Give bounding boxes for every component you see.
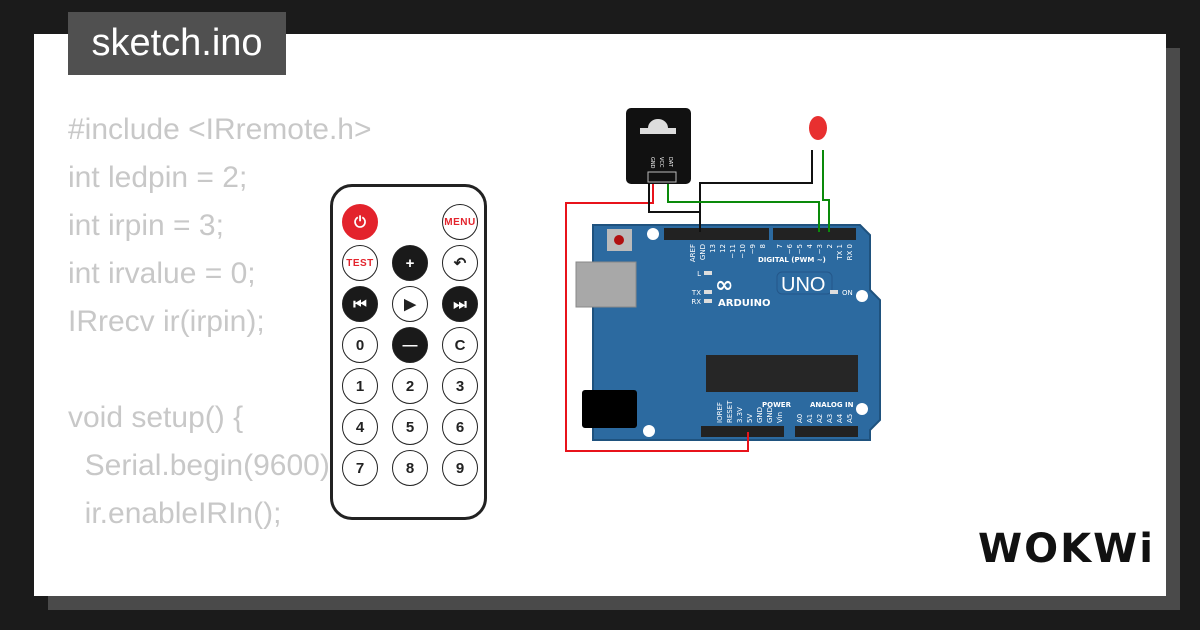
digital-pin-label: 2 xyxy=(826,244,834,248)
ir-pin-label: GND xyxy=(649,157,655,169)
digital-pin-label: ~11 xyxy=(729,244,737,259)
uno-badge xyxy=(776,271,833,295)
remote-button-8[interactable]: 8 xyxy=(392,450,428,486)
ir-pin-label: VCC xyxy=(658,157,664,168)
remote-button-3[interactable]: 3 xyxy=(442,368,478,404)
remote-button-9[interactable]: 9 xyxy=(442,450,478,486)
remote-button-7[interactable]: ▶ xyxy=(392,286,428,322)
remote-button-2[interactable]: 2 xyxy=(392,368,428,404)
analog-pin-label: A1 xyxy=(806,414,814,423)
digital-pin-label: RX 0 xyxy=(846,244,854,260)
remote-button-6[interactable]: 6 xyxy=(442,409,478,445)
digital-pin-label: 13 xyxy=(709,244,717,253)
power-label: POWER xyxy=(762,401,792,409)
power-pin-label: Vin xyxy=(776,412,784,423)
on-label: ON xyxy=(842,289,853,297)
wire-dat xyxy=(667,184,820,232)
red-led xyxy=(809,116,827,140)
analog-pin-label: A5 xyxy=(846,414,854,423)
remote-button-c[interactable]: C xyxy=(442,327,478,363)
remote-button-10[interactable]: — xyxy=(392,327,428,363)
digital-pin-label: 12 xyxy=(719,244,727,253)
wire-5v xyxy=(565,184,749,452)
led-label: RX xyxy=(691,298,701,306)
digital-pin-label: ~10 xyxy=(739,244,747,259)
power-pin-label: GND xyxy=(756,407,764,423)
digital-pin-label: TX 1 xyxy=(836,244,844,261)
digital-pin-label: 4 xyxy=(806,243,814,248)
wokwi-logo: WOKWi xyxy=(978,526,1155,572)
remote-button-5[interactable]: ↶ xyxy=(442,245,478,281)
remote-button-1[interactable]: 1 xyxy=(342,368,378,404)
digital-label: DIGITAL (PWM ~) xyxy=(758,256,826,264)
ir-receiver xyxy=(626,108,691,184)
remote-button-8[interactable]: ⏭ xyxy=(442,286,478,322)
analog-label: ANALOG IN xyxy=(810,401,854,409)
power-pin-label: RESET xyxy=(726,400,734,423)
digital-pin-label: ~6 xyxy=(786,243,794,254)
power-pin-label: 3.3V xyxy=(736,407,744,423)
digital-pin-label: 8 xyxy=(759,244,767,248)
remote-button-7[interactable]: 7 xyxy=(342,450,378,486)
power-pin-label: 5V xyxy=(746,414,754,423)
wire-gnd xyxy=(648,150,813,213)
digital-pin-label: 7 xyxy=(776,244,784,248)
analog-pin-label: A2 xyxy=(816,414,824,423)
digital-pin-label: GND xyxy=(699,244,707,260)
power-jack xyxy=(582,390,637,428)
wire-led xyxy=(822,150,830,232)
digital-pin-label: AREF xyxy=(689,244,697,262)
ir-pin-label: DAT xyxy=(667,157,673,168)
power-pin-label: IOREF xyxy=(716,402,724,423)
code-preview: #include <IRremote.h> int ledpin = 2; in… xyxy=(68,113,372,596)
remote-button-test[interactable]: TEST xyxy=(342,245,378,281)
analog-pin-label: A4 xyxy=(836,413,844,423)
arduino-logo-icon: ∞ xyxy=(715,273,733,298)
led-label: L xyxy=(697,270,701,278)
digital-header-right xyxy=(773,228,856,240)
sketch-filename: sketch.ino xyxy=(68,12,286,75)
power-icon[interactable]: ⏻ xyxy=(342,204,378,240)
analog-pin-label: A0 xyxy=(796,414,804,423)
remote-button-menu[interactable]: MENU xyxy=(442,204,478,240)
remote-button-4[interactable]: + xyxy=(392,245,428,281)
remote-button-6[interactable]: ⏮ xyxy=(342,286,378,322)
remote-button-0[interactable]: 0 xyxy=(342,327,378,363)
digital-pin-label: ~3 xyxy=(816,244,824,254)
digital-pin-label: ~5 xyxy=(796,244,804,254)
analog-header xyxy=(795,426,858,437)
digital-pin-label: ~9 xyxy=(749,244,757,254)
analog-pin-label: A3 xyxy=(826,414,834,423)
led-label: TX xyxy=(691,289,701,297)
brand-label: ARDUINO xyxy=(718,298,770,309)
remote-button-4[interactable]: 4 xyxy=(342,409,378,445)
uno-label: UNO xyxy=(781,274,825,296)
power-pin-label: GND xyxy=(766,407,774,423)
atmega-chip xyxy=(706,355,858,392)
usb-port xyxy=(575,261,637,308)
digital-header-left xyxy=(664,228,769,240)
power-header xyxy=(701,426,784,437)
remote-button-5[interactable]: 5 xyxy=(392,409,428,445)
